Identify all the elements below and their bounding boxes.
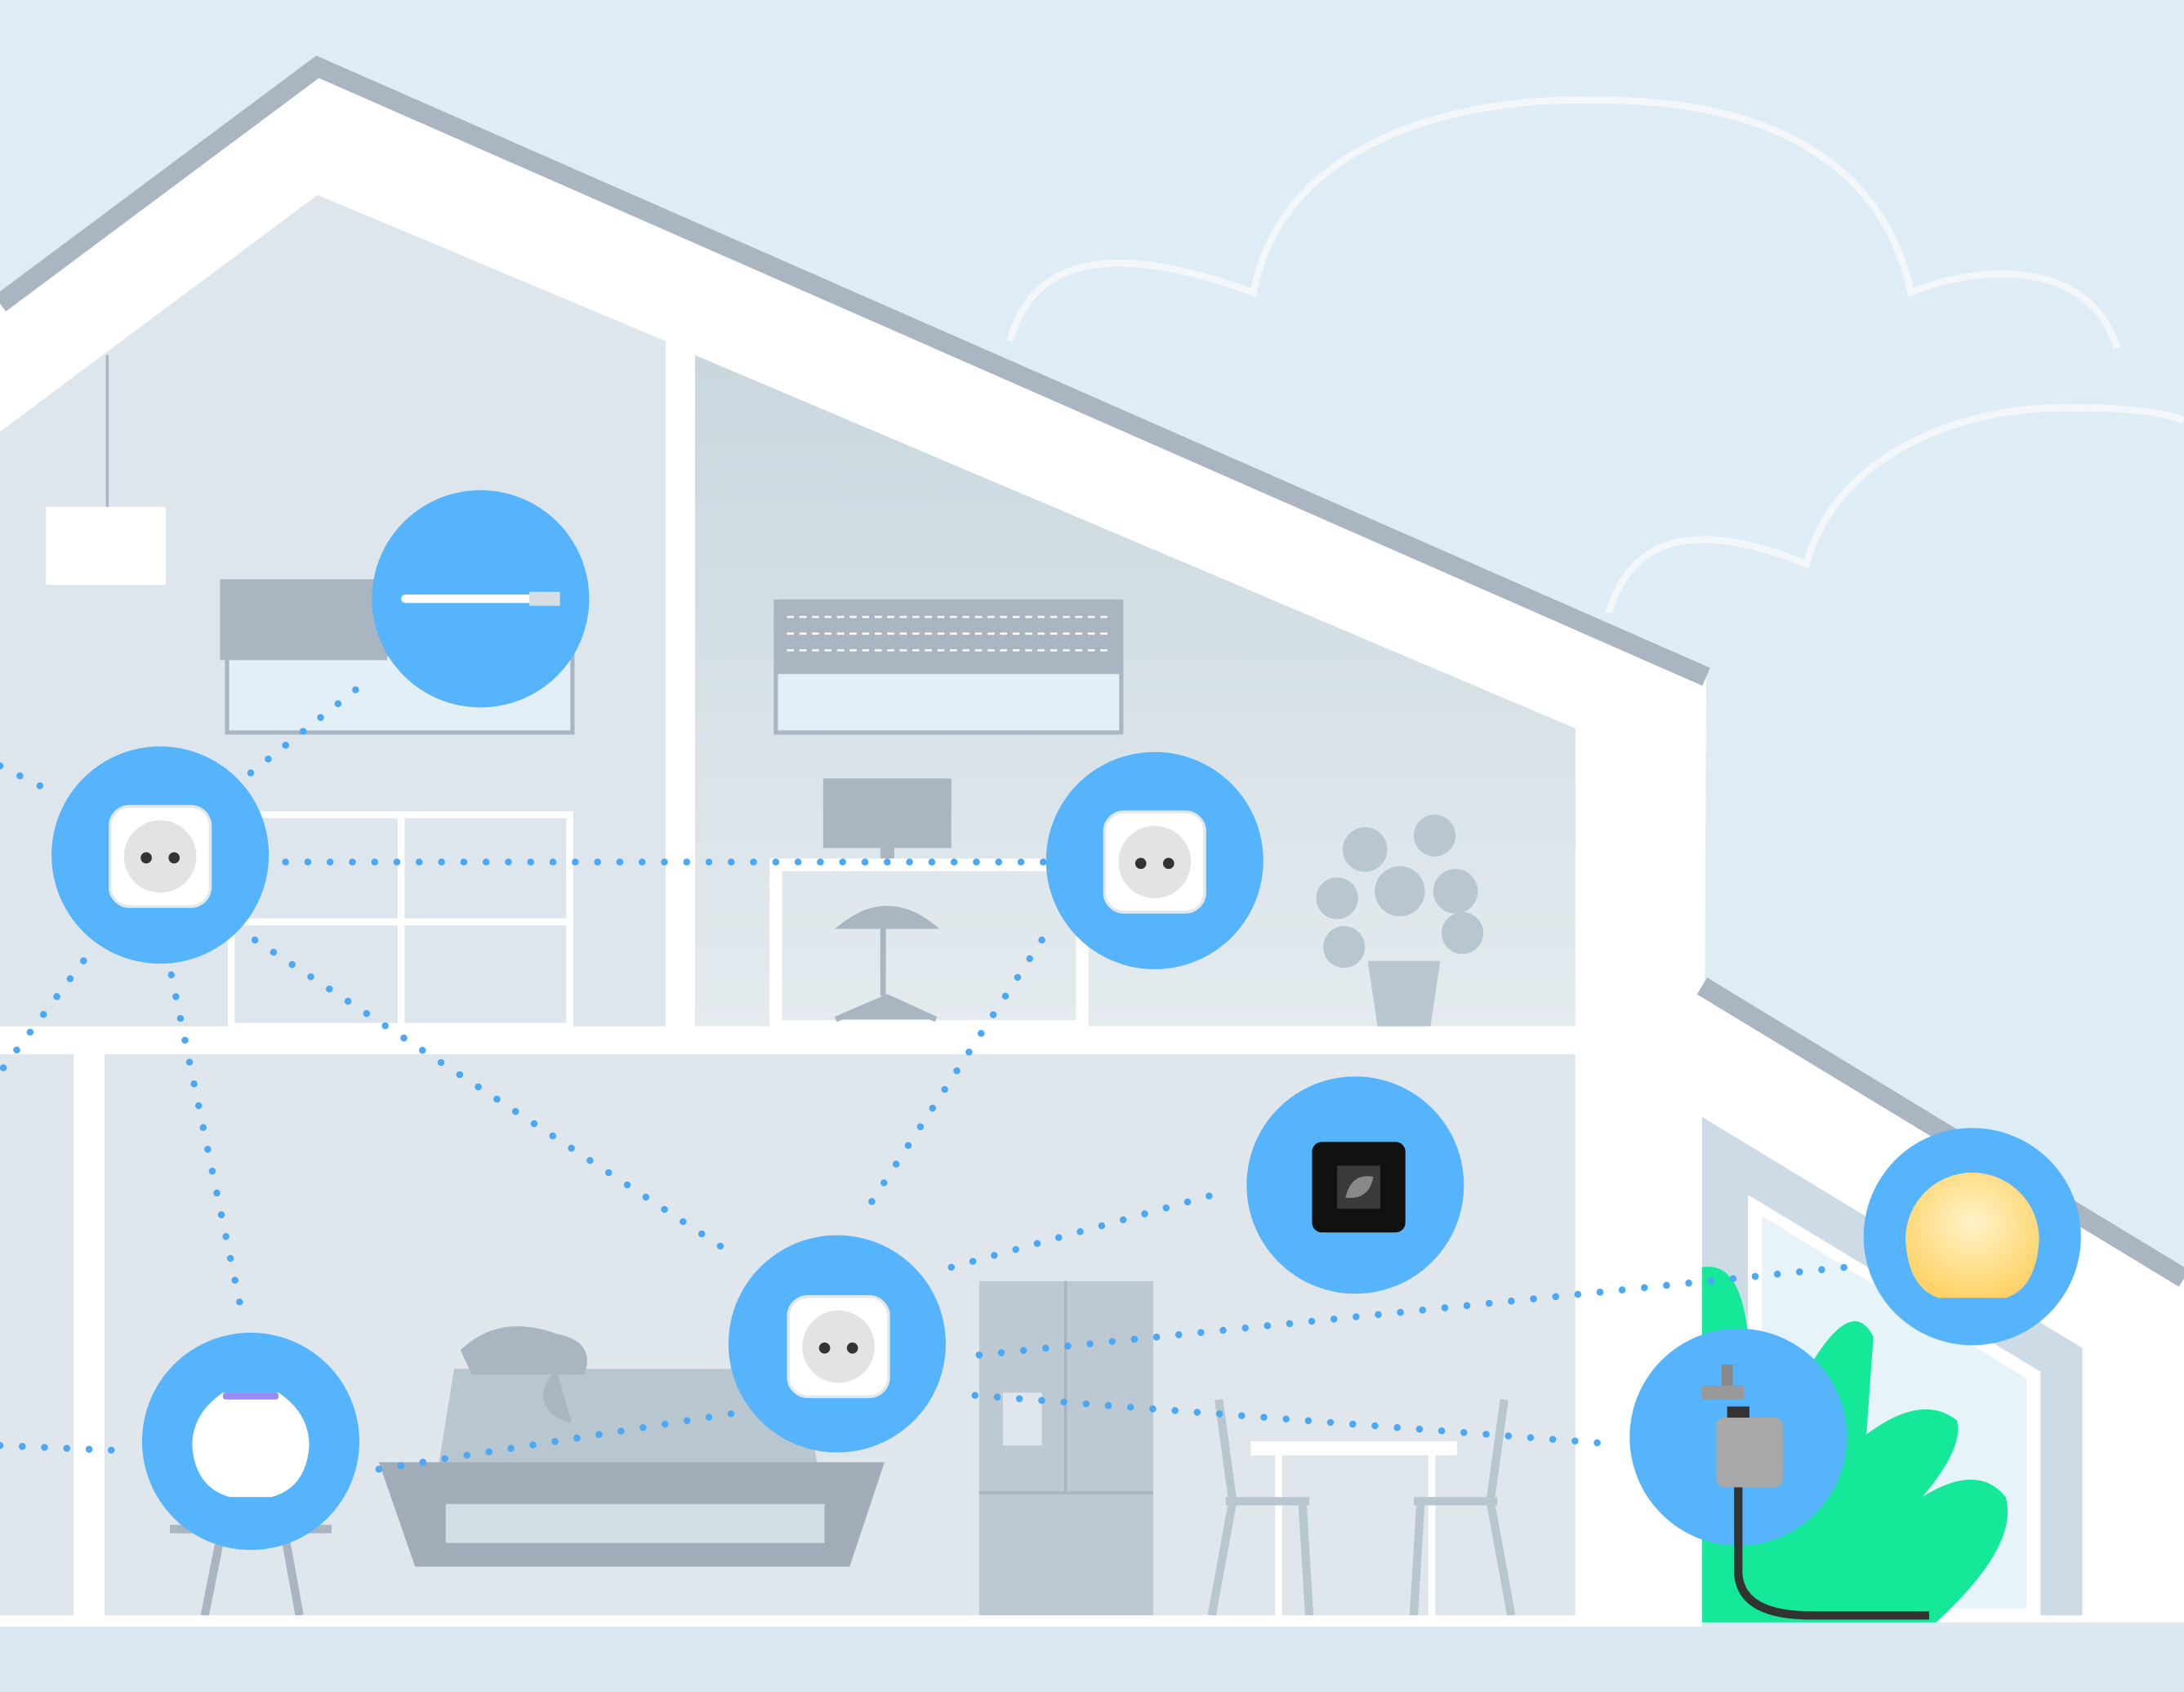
plug-upper-right-device[interactable] (1045, 751, 1264, 969)
thermostat-device[interactable] (1246, 1076, 1464, 1294)
power-socket-icon (787, 1294, 890, 1399)
plug-living-room-device[interactable] (728, 1235, 946, 1453)
clouds (1006, 96, 2184, 614)
ground (0, 1622, 2184, 1692)
garden-light-device[interactable] (1863, 1128, 2081, 1346)
thermostat-leaf-icon (1312, 1142, 1406, 1233)
water-controller-device[interactable] (1629, 1328, 1929, 1620)
power-socket-icon (109, 804, 212, 908)
plug-upper-left-device[interactable] (51, 746, 270, 964)
kitchen (0, 1053, 74, 1616)
power-socket-icon (1103, 810, 1206, 914)
walls (0, 341, 1702, 1627)
cat (460, 1326, 587, 1423)
smart-speaker-device[interactable] (141, 1333, 359, 1551)
lamp-orb-icon (1905, 1172, 2039, 1298)
fridge (978, 1280, 1154, 1616)
curtain-rod-icon (401, 591, 560, 606)
ceiling-lamp (46, 506, 166, 586)
blind-motor-device[interactable] (372, 490, 590, 708)
shutter (775, 601, 1121, 675)
roller-blind (220, 579, 388, 661)
device-bubbles (51, 490, 2081, 1620)
chairs (1207, 1399, 1516, 1617)
monitor (822, 778, 952, 848)
sofa (378, 1369, 885, 1567)
water-valve-icon (1701, 1365, 1929, 1620)
furniture (46, 354, 1516, 1617)
mesh-network-links (0, 679, 1849, 1473)
plant-pot (1316, 814, 1484, 1026)
dining-table (1250, 1441, 1457, 1616)
office-chair (834, 906, 940, 1022)
speaker-icon (192, 1392, 310, 1498)
